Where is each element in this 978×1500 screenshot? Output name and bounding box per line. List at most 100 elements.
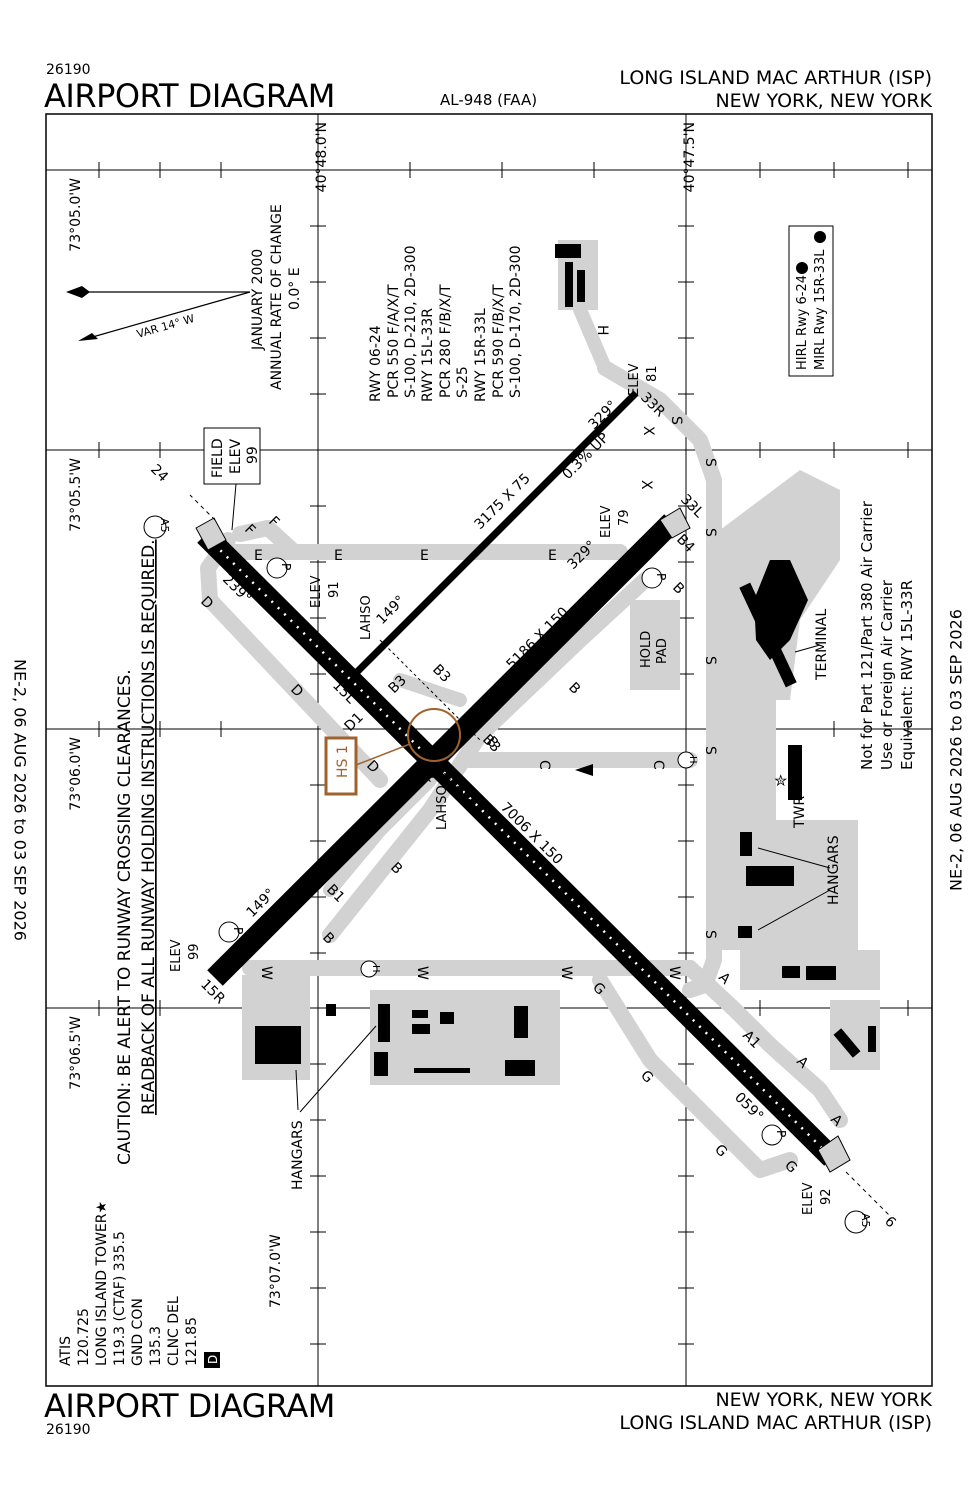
approach-lighting-icon: [844, 1210, 868, 1234]
airport-name-top: LONG ISLAND MAC ARTHUR (ISP): [619, 67, 932, 89]
hotspot-label-box: [324, 736, 358, 796]
notes-line3: Equivalent: RWY 15L-33R: [898, 580, 916, 770]
building: [738, 926, 752, 938]
tower-icon: ✮: [774, 771, 788, 790]
threshold-33l: [659, 507, 691, 539]
lahso-label-1: LAHSO: [359, 595, 374, 640]
runway-15l-33r: [352, 390, 639, 677]
true-north-arrow-icon: [66, 286, 90, 298]
lon-label-0: 73°05.0'W: [68, 178, 84, 252]
hotspot-hs1: HS 1: [324, 708, 461, 796]
rwy-data-3: RWY 15L-33R: [420, 308, 436, 402]
lat-label-0: 40°48.0'N: [314, 122, 330, 192]
city-state-bottom: NEW YORK, NEW YORK: [715, 1389, 932, 1411]
building: [740, 832, 752, 856]
tower-freq: 119.3 (CTAF) 335.5: [112, 1231, 128, 1366]
twy-label-b: B: [319, 930, 337, 948]
twy-label-w: W: [558, 966, 574, 980]
building: [868, 1026, 876, 1052]
lon-label-4: 73°07.0'W: [268, 1234, 284, 1308]
hotspot-label: HS 1: [335, 745, 351, 778]
city-state-top: NEW YORK, NEW YORK: [715, 90, 932, 112]
al-number: AL-948 (FAA): [440, 91, 538, 109]
rwy-data-6: RWY 15R-33L: [473, 308, 489, 402]
hangars-label-east: HANGARS: [826, 835, 842, 905]
twy-label-x: X: [638, 480, 654, 490]
ramp-s1: [706, 700, 776, 820]
terminal-label: TERMINAL: [814, 609, 830, 681]
grid-ticks: [98, 162, 909, 1345]
twy-label-s: S: [702, 656, 718, 665]
twy-label-s: S: [668, 416, 684, 425]
lighting-line1: HIRL Rwy 6-24: [795, 275, 810, 370]
hold-pad-label2: PAD: [655, 638, 670, 664]
field-elev-label2: ELEV: [228, 439, 244, 474]
field-elev-label1: FIELD: [210, 438, 226, 478]
gnd-freq: 135.3: [148, 1326, 164, 1366]
runway-15r-33l: [207, 507, 691, 986]
rwy-end-24: 24: [147, 462, 171, 486]
twy-label-e: E: [548, 548, 557, 564]
elev-79-label: ELEV: [599, 505, 614, 538]
terminal-concourse: [739, 582, 797, 688]
twy-label-e: E: [420, 548, 429, 564]
building: [378, 1004, 390, 1042]
elev-91-label: ELEV: [309, 575, 324, 608]
twy-label-s: S: [702, 746, 718, 755]
building: [806, 966, 836, 980]
helipad-icon: [360, 960, 378, 978]
twy-label-x: X: [640, 426, 656, 436]
twy-label-c: C: [650, 760, 666, 770]
building: [505, 1060, 535, 1076]
svg-text:P: P: [774, 1130, 788, 1137]
lighting-line2: MIRL Rwy 15R-33L: [813, 249, 828, 370]
building: [577, 270, 585, 302]
building: [412, 1024, 430, 1034]
twy-label-w: W: [258, 966, 274, 980]
twy-label-c: C: [536, 760, 552, 770]
buildings: [255, 244, 876, 1076]
d-badge-icon: [204, 1352, 220, 1368]
atis-label: ATIS: [58, 1336, 74, 1366]
threshold-24: [195, 517, 227, 551]
gnd-label: GND CON: [130, 1298, 146, 1366]
atis-freq: 120.725: [76, 1308, 92, 1366]
magnetic-north-arrow-icon: [78, 333, 98, 341]
elev-81-label: ELEV: [627, 363, 642, 396]
field-elev-value: 99: [245, 446, 261, 464]
twy-label-s: S: [702, 528, 718, 537]
building: [412, 1010, 428, 1018]
twy-label-h: H: [594, 325, 610, 336]
hold-pad: [630, 600, 680, 690]
notes-line2: Use or Foreign Air Carrier: [878, 579, 896, 770]
hangars-label-west: HANGARS: [290, 1120, 306, 1190]
twy-label-e: E: [254, 548, 263, 564]
clnc-label: CLNC DEL: [166, 1296, 182, 1366]
magvar-arrows: [66, 286, 251, 341]
caution-line1: CAUTION: BE ALERT TO RUNWAY CROSSING CLE…: [115, 669, 135, 1165]
magvar-rate-label: ANNUAL RATE OF CHANGE: [269, 204, 285, 390]
lahso-label-2: LAHSO: [435, 785, 450, 830]
building: [555, 244, 581, 258]
twy-label-w: W: [414, 966, 430, 980]
rwy-data-5: S-25: [455, 366, 471, 398]
elev-81-value: 81: [645, 365, 660, 382]
twy-label-b: B: [669, 580, 687, 598]
tower-label: TWR: [792, 796, 808, 829]
building: [746, 866, 794, 886]
elev-92-value: 92: [819, 1188, 834, 1205]
building: [514, 1006, 528, 1038]
lon-label-2: 73°06.0'W: [68, 737, 84, 811]
pcl-icon: [814, 231, 826, 243]
parking-icon: [266, 557, 288, 579]
elev-92-label: ELEV: [801, 1182, 816, 1215]
svg-text:H: H: [687, 756, 698, 764]
twy-label-d1: D1: [342, 710, 367, 735]
rwy-data-0: RWY 06-24: [368, 325, 384, 402]
magvar-rate: 0.0° E: [287, 267, 303, 310]
magvar-date: JANUARY 2000: [250, 249, 266, 351]
north-arrow-icon: [575, 764, 593, 776]
hold-pad-label1: HOLD: [639, 631, 654, 668]
svg-text:P: P: [654, 573, 668, 580]
page-title-top: AIRPORT DIAGRAM: [44, 77, 335, 115]
